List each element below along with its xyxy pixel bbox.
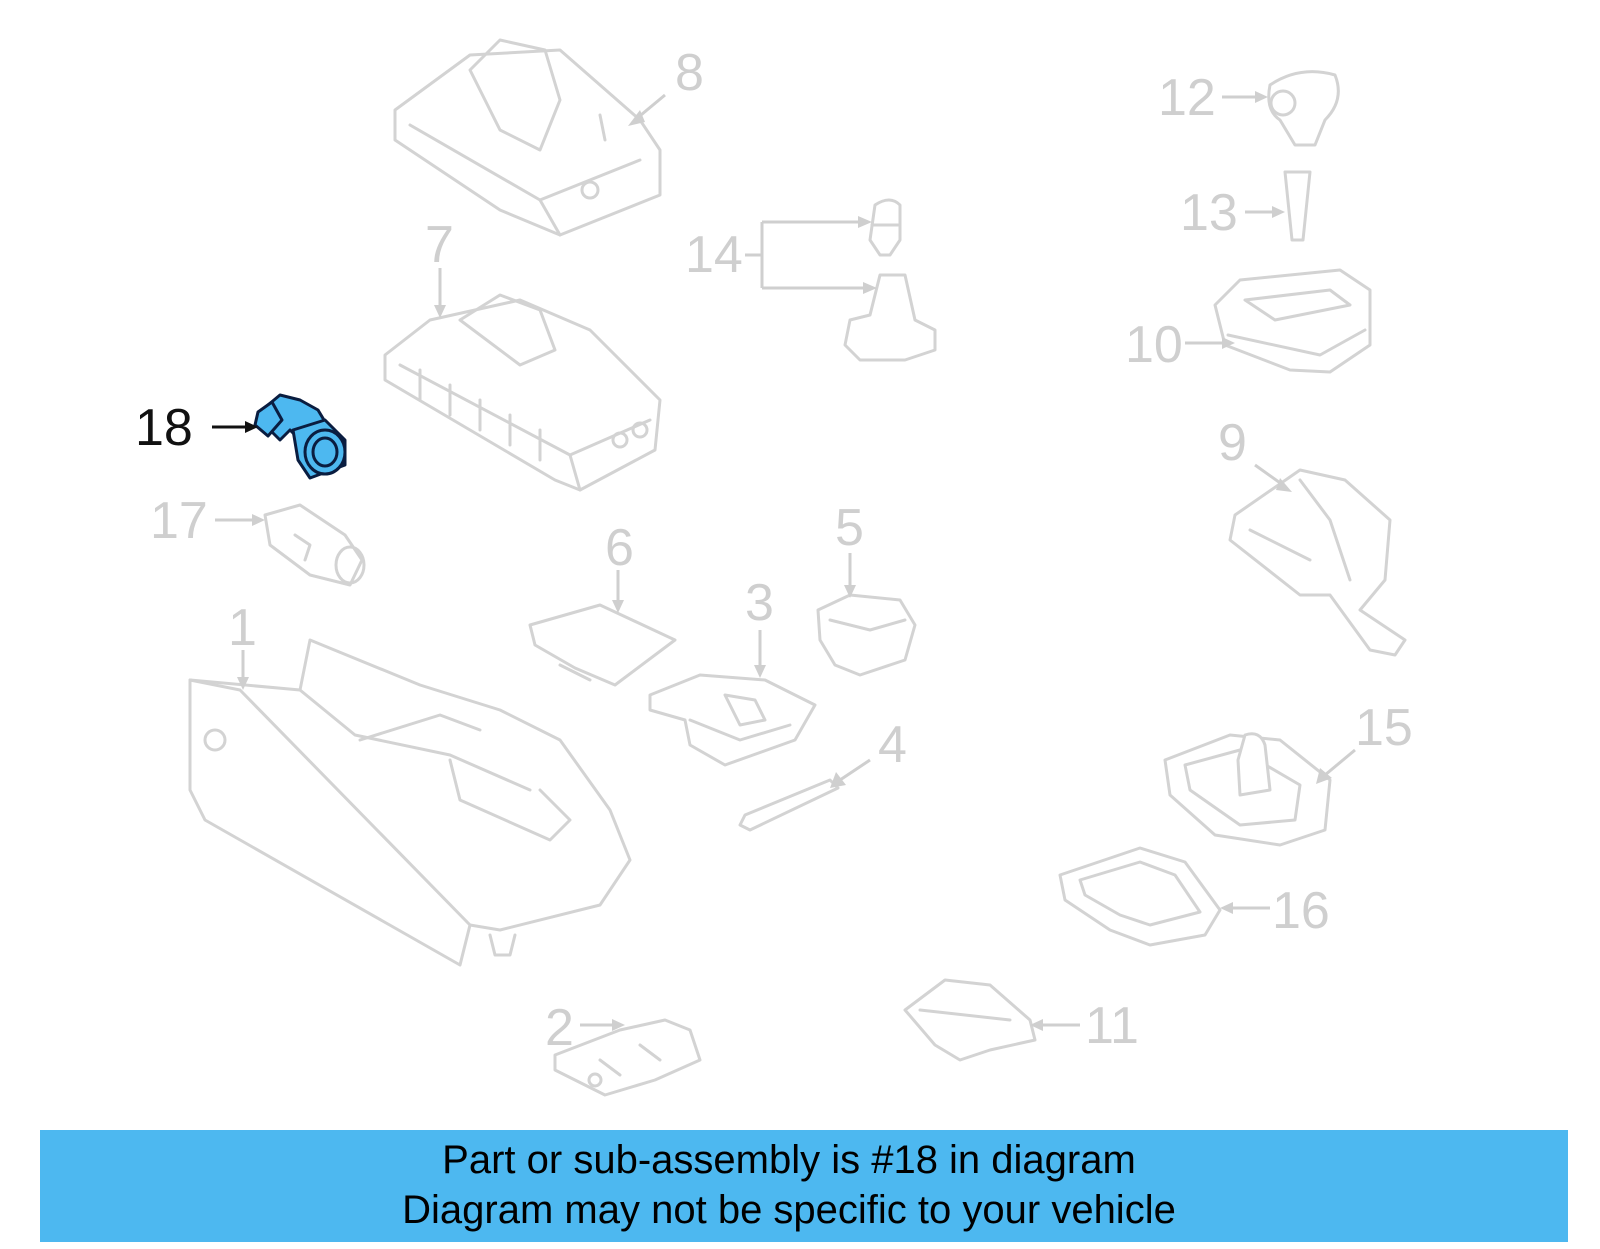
- svg-text:10: 10: [1125, 316, 1183, 374]
- callout-18: 18: [135, 399, 258, 457]
- callout-13: 13: [1180, 184, 1285, 242]
- callout-17: 17: [150, 492, 265, 550]
- part-16-trim-bezel: [1058, 846, 1222, 947]
- svg-text:7: 7: [425, 216, 454, 274]
- callout-5: 5: [835, 499, 864, 598]
- svg-text:1: 1: [228, 599, 257, 657]
- part-17-socket: [263, 503, 366, 587]
- part-15-boot-frame: [1163, 732, 1332, 847]
- info-banner: Part or sub-assembly is #18 in diagram D…: [40, 1130, 1568, 1242]
- callout-16: 16: [1220, 882, 1330, 940]
- svg-text:8: 8: [675, 44, 704, 102]
- svg-text:5: 5: [835, 499, 864, 557]
- callout-8: 8: [628, 44, 704, 126]
- svg-text:13: 13: [1180, 184, 1238, 242]
- part-1-center-console: [188, 638, 632, 967]
- part-11-cover-plate: [903, 978, 1037, 1062]
- part-7-shifter-mechanism: [383, 293, 662, 492]
- part-13-knob-sleeve: [1283, 170, 1312, 242]
- svg-text:17: 17: [150, 492, 208, 550]
- svg-text:2: 2: [545, 999, 574, 1057]
- svg-text:16: 16: [1272, 882, 1330, 940]
- callout-6: 6: [605, 519, 634, 613]
- part-9-gate-cover: [1228, 468, 1407, 657]
- banner-line-2: Diagram may not be specific to your vehi…: [402, 1188, 1176, 1232]
- part-12-shift-knob: [1267, 70, 1340, 147]
- part-18-highlighted-component: [253, 393, 347, 480]
- callout-9: 9: [1218, 414, 1292, 492]
- callout-12: 12: [1158, 69, 1268, 127]
- svg-text:3: 3: [745, 574, 774, 632]
- svg-text:6: 6: [605, 519, 634, 577]
- part-14-knob-and-boot: [843, 198, 937, 362]
- callout-15: 15: [1316, 699, 1413, 784]
- part-8-shifter-housing: [393, 38, 662, 237]
- svg-text:15: 15: [1355, 699, 1413, 757]
- svg-text:9: 9: [1218, 414, 1247, 472]
- banner-line-1: Part or sub-assembly is #18 in diagram: [442, 1138, 1136, 1182]
- callout-2: 2: [545, 999, 625, 1057]
- callout-1: 1: [228, 599, 257, 690]
- callout-10: 10: [1125, 316, 1235, 374]
- svg-text:12: 12: [1158, 69, 1216, 127]
- part-6-lid-panel: [528, 603, 677, 687]
- callout-14: 14: [685, 216, 877, 294]
- callout-7: 7: [425, 216, 454, 318]
- part-4-trim-strip: [738, 778, 840, 832]
- callout-3: 3: [745, 574, 774, 678]
- svg-text:11: 11: [1085, 997, 1139, 1055]
- part-3-tray-insert: [648, 673, 817, 767]
- part-5-cup-holder: [816, 593, 917, 677]
- callout-11: 11: [1030, 997, 1139, 1055]
- callout-4: 4: [830, 716, 907, 788]
- part-2-bracket: [553, 1018, 702, 1097]
- svg-text:14: 14: [685, 226, 743, 284]
- svg-text:18: 18: [135, 399, 193, 457]
- part-10-indicator-panel: [1213, 268, 1372, 374]
- svg-text:4: 4: [878, 716, 907, 774]
